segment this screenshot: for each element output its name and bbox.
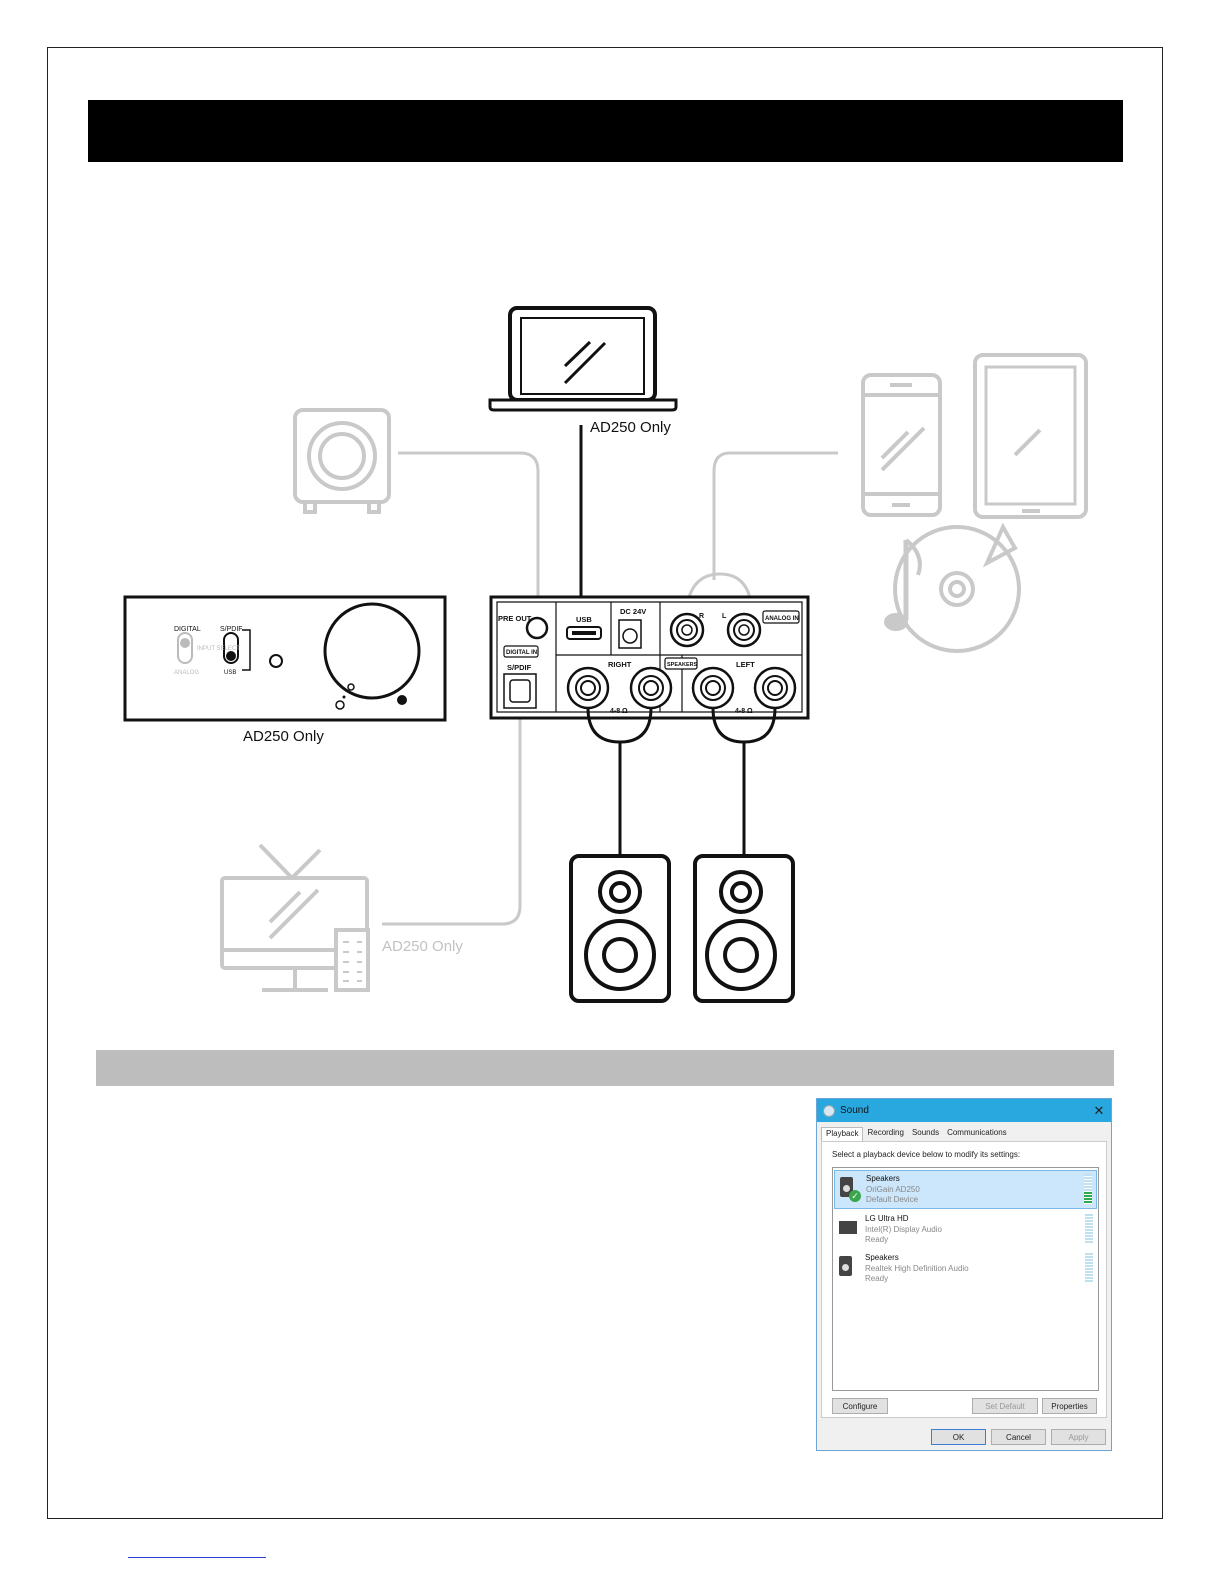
tablet-icon: [973, 353, 1088, 519]
device-status: Ready: [865, 1274, 889, 1283]
device-name: Speakers: [866, 1174, 900, 1183]
footer-link-underline[interactable]: [128, 1557, 266, 1558]
front-panel-label: AD250 Only: [243, 728, 324, 745]
front-digital: DIGITAL: [174, 626, 201, 633]
level-meter: [1085, 1214, 1093, 1244]
tv-label: AD250 Only: [382, 938, 463, 955]
properties-button[interactable]: Properties: [1042, 1398, 1097, 1414]
set-default-button[interactable]: Set Default: [972, 1398, 1038, 1414]
level-meter: [1084, 1174, 1092, 1204]
tab-recording[interactable]: Recording: [867, 1128, 904, 1137]
speaker-device-icon: ✓: [840, 1177, 861, 1202]
tab-communications[interactable]: Communications: [947, 1128, 1007, 1137]
device-driver: OriGain AD250: [866, 1184, 920, 1194]
analog-cable: [712, 451, 838, 580]
rear-r: R: [699, 613, 704, 620]
front-usb: USB: [224, 670, 236, 676]
list-item[interactable]: LG Ultra HD Intel(R) Display Audio Ready: [834, 1211, 1097, 1248]
device-status: Default Device: [866, 1195, 919, 1204]
level-meter: [1085, 1253, 1093, 1283]
cancel-button[interactable]: Cancel: [991, 1429, 1046, 1445]
spdif-cable: [382, 700, 522, 926]
rear-ohm-right: 4-8 Ω: [610, 708, 628, 715]
analog-loop: [684, 572, 754, 613]
front-panel-icon: [123, 595, 447, 722]
monitor-device-icon: [839, 1217, 857, 1239]
title-bar: [88, 100, 1123, 162]
speaker-left-icon: [569, 854, 671, 1003]
device-driver: Realtek High Definition Audio: [865, 1263, 969, 1273]
list-item[interactable]: Speakers Realtek High Definition Audio R…: [834, 1250, 1097, 1287]
section-bar: [96, 1050, 1114, 1086]
rear-usb: USB: [576, 615, 592, 624]
page-frame: [47, 47, 1163, 1519]
front-analog: ANALOG: [174, 670, 199, 676]
rear-analog-in: ANALOG IN: [765, 616, 799, 622]
cd-music-icon: [884, 522, 1021, 653]
rear-ohm-left: 4-8 Ω: [735, 708, 753, 715]
phone-icon: [861, 373, 942, 517]
front-input-select: INPUT SELECT: [197, 646, 240, 652]
ok-button[interactable]: OK: [931, 1429, 986, 1445]
speaker-icon: [823, 1104, 835, 1117]
tab-playback[interactable]: Playback: [821, 1127, 864, 1141]
dialog-title-bar: Sound ✕: [817, 1099, 1111, 1122]
subwoofer-cable: [398, 451, 540, 614]
device-status: Ready: [865, 1235, 889, 1244]
rear-left: LEFT: [736, 660, 755, 669]
close-icon[interactable]: ✕: [1093, 1102, 1105, 1118]
device-driver: Intel(R) Display Audio: [865, 1224, 942, 1234]
dialog-title: Sound: [840, 1105, 869, 1116]
rear-speakers: SPEAKERS: [667, 662, 698, 668]
tv-icon: [220, 843, 370, 992]
device-list: ✓ Speakers OriGain AD250 Default Device …: [832, 1167, 1099, 1391]
front-spdif: S/PDIF: [220, 626, 243, 633]
rear-right: RIGHT: [608, 660, 632, 669]
device-name: LG Ultra HD: [865, 1214, 909, 1223]
apply-button[interactable]: Apply: [1051, 1429, 1106, 1445]
dialog-tabs: Playback Recording Sounds Communications: [817, 1122, 1111, 1141]
sound-dialog: Sound ✕ Playback Recording Sounds Commun…: [816, 1098, 1112, 1451]
rear-dc: DC 24V: [620, 607, 646, 616]
default-check-icon: ✓: [849, 1190, 861, 1202]
instruction-text: Select a playback device below to modify…: [832, 1150, 1021, 1159]
tab-sounds[interactable]: Sounds: [911, 1128, 940, 1137]
subwoofer-icon: [293, 408, 391, 514]
rear-spdif: S/PDIF: [507, 663, 532, 672]
rear-digital-in: DIGITAL IN: [506, 650, 537, 656]
speaker-device-icon: [839, 1256, 857, 1278]
laptop-icon: [488, 306, 678, 412]
rear-panel-icon: [489, 595, 810, 720]
playback-pane: Select a playback device below to modify…: [821, 1141, 1107, 1418]
laptop-label: AD250 Only: [590, 419, 671, 436]
rear-l: L: [722, 613, 727, 620]
device-name: Speakers: [865, 1253, 899, 1262]
configure-button[interactable]: Configure: [832, 1398, 888, 1414]
list-item[interactable]: ✓ Speakers OriGain AD250 Default Device: [834, 1170, 1097, 1209]
speaker-right-icon: [693, 854, 795, 1003]
rear-pre-out: PRE OUT: [498, 614, 532, 623]
